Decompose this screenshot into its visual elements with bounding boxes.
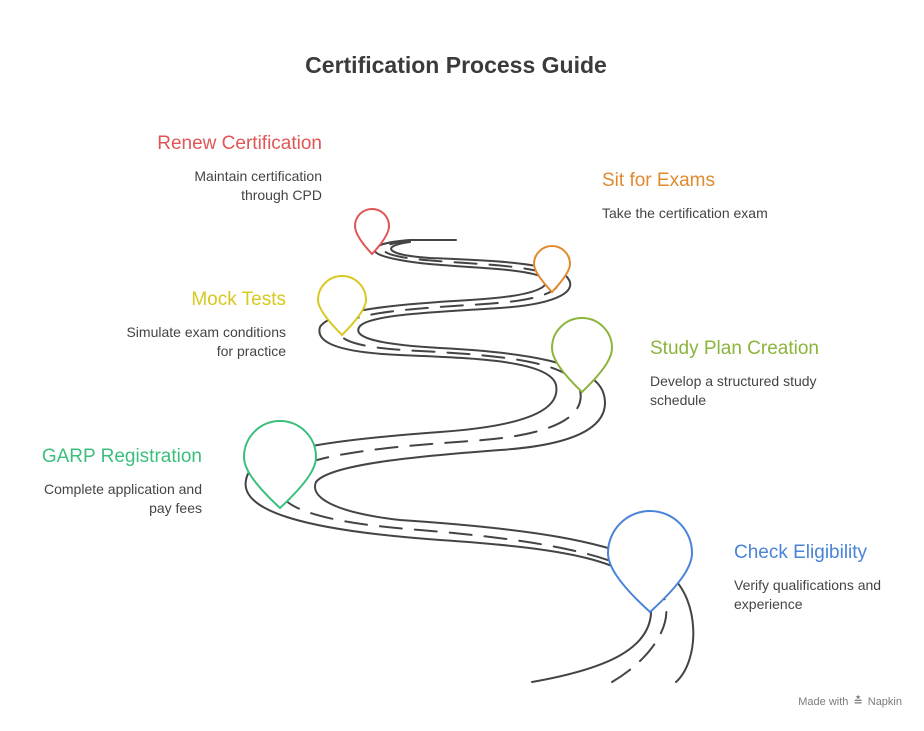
- step-heading: Study Plan Creation: [650, 338, 819, 359]
- pin-garp-icon: [242, 420, 318, 510]
- step-description-line: Simulate exam conditions: [126, 324, 286, 340]
- step-check-eligibility: Check Eligibility Verify qualifications …: [734, 542, 881, 614]
- step-description-line: experience: [734, 596, 803, 612]
- credit-prefix: Made with: [798, 696, 849, 708]
- step-description: Take the certification exam: [602, 204, 768, 223]
- pin-exams-icon: [532, 245, 572, 294]
- step-description-line: Maintain certification: [194, 168, 322, 184]
- step-heading: Renew Certification: [157, 133, 322, 154]
- step-sit-for-exams: Sit for Exams Take the certification exa…: [602, 170, 768, 223]
- step-description-line: through CPD: [241, 187, 322, 203]
- step-description-line: for practice: [216, 343, 286, 359]
- step-description: Maintain certification through CPD: [157, 167, 322, 205]
- step-description-line: Complete application and: [44, 481, 202, 497]
- napkin-credit: Made with ≛ Napkin: [798, 695, 902, 708]
- step-heading: Check Eligibility: [734, 542, 868, 563]
- step-description-line: pay fees: [149, 500, 202, 516]
- pin-check-icon: [606, 510, 694, 614]
- step-description: Simulate exam conditions for practice: [126, 323, 286, 361]
- step-description: Develop a structured study schedule: [650, 372, 819, 410]
- napkin-logo-icon: ≛: [853, 696, 863, 708]
- step-description-line: schedule: [650, 392, 707, 408]
- step-heading: GARP Registration: [41, 446, 202, 467]
- pin-mock-icon: [316, 275, 368, 337]
- step-description-line: Take the certification exam: [602, 205, 768, 221]
- step-study-plan-creation: Study Plan Creation Develop a structured…: [650, 338, 819, 410]
- step-garp-registration: GARP Registration Complete application a…: [42, 446, 202, 518]
- step-description: Complete application and pay fees: [42, 480, 202, 518]
- pin-study-icon: [550, 317, 614, 394]
- step-renew-certification: Renew Certification Maintain certificati…: [157, 133, 322, 205]
- page-title: Certification Process Guide: [305, 52, 607, 78]
- step-mock-tests: Mock Tests Simulate exam conditions for …: [126, 289, 286, 361]
- step-heading: Sit for Exams: [602, 170, 715, 191]
- step-description: Verify qualifications and experience: [734, 576, 881, 614]
- step-heading: Mock Tests: [191, 289, 286, 310]
- credit-brand: Napkin: [867, 696, 902, 708]
- step-description-line: Develop a structured study: [650, 373, 817, 389]
- pin-renew-icon: [353, 208, 391, 256]
- step-description-line: Verify qualifications and: [734, 577, 882, 593]
